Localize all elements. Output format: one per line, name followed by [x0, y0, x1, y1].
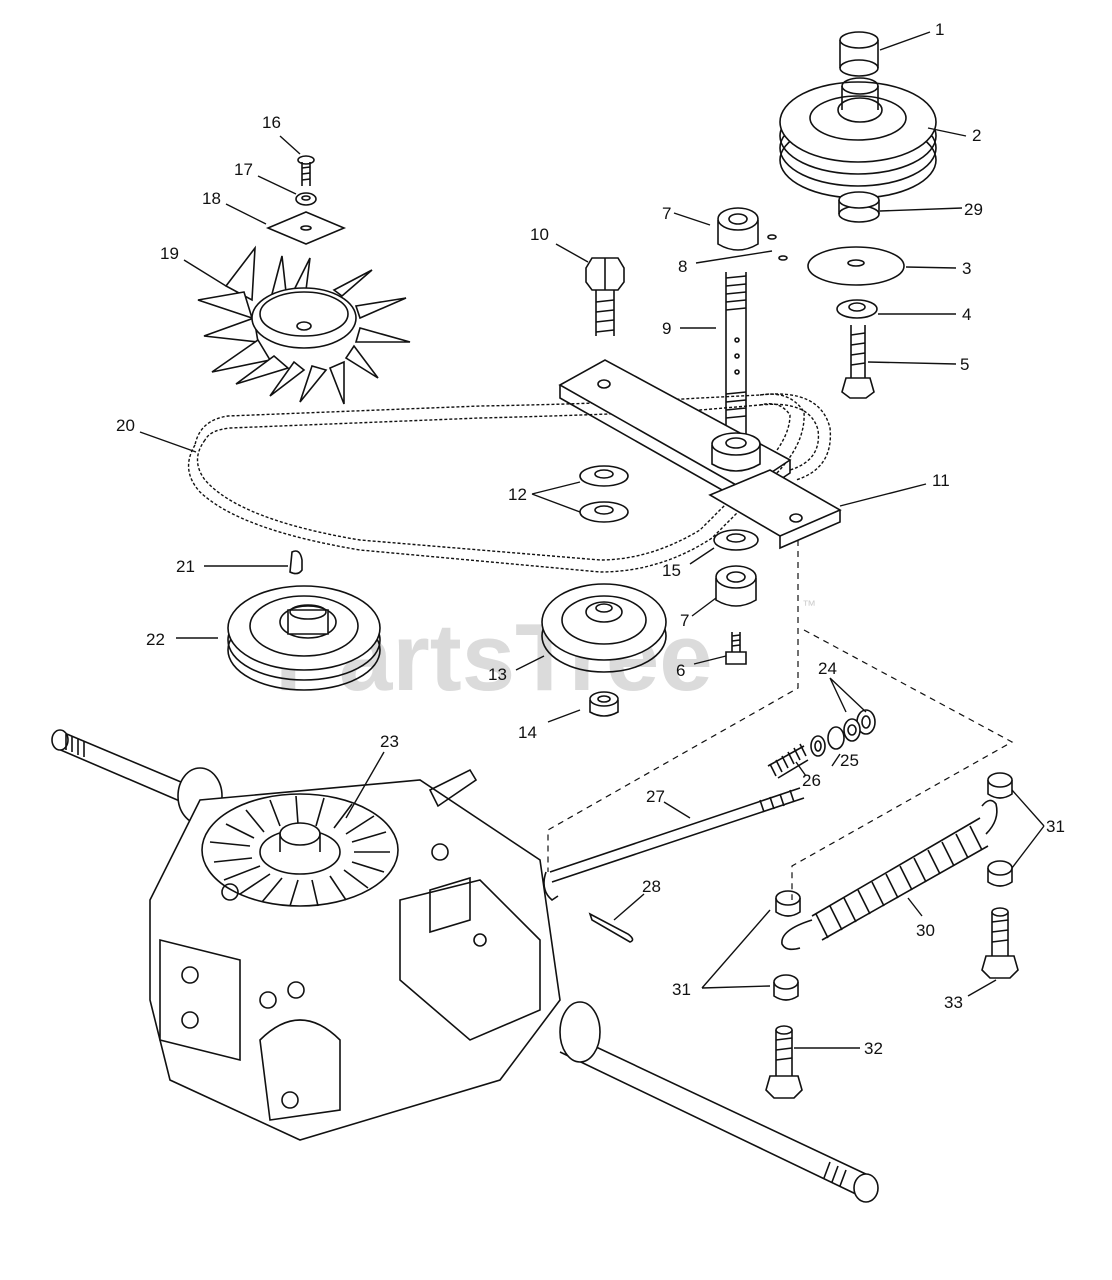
callout-8: 8 [678, 257, 687, 276]
callout-11: 11 [932, 471, 950, 490]
callout-6: 6 [676, 661, 685, 680]
callout-4: 4 [962, 305, 971, 324]
part-19-fan [197, 245, 411, 405]
part-2-pulley [779, 77, 937, 199]
part-13-idler-pulley [541, 583, 667, 673]
callout-7-bottom: 7 [680, 611, 689, 630]
part-17-washer [295, 192, 317, 206]
part-11-idler-bracket [558, 359, 842, 550]
part-28-cotter-pin [588, 912, 634, 943]
callout-27: 27 [646, 787, 665, 806]
callout-10: 10 [530, 225, 549, 244]
callout-3: 3 [962, 259, 971, 278]
part-32-bolt [765, 1025, 803, 1099]
part-7-nut-top [717, 207, 759, 251]
callout-17: 17 [234, 160, 253, 179]
part-21-key [289, 550, 303, 575]
callout-14: 14 [518, 723, 537, 742]
part-16-bolt [297, 155, 315, 186]
part-9-stud [725, 272, 747, 440]
part-24-nut-washer [827, 709, 876, 750]
part-10-bolt [585, 257, 625, 336]
part-12-washers [579, 465, 629, 523]
callout-9: 9 [662, 319, 671, 338]
callout-13: 13 [488, 665, 507, 684]
callout-25: 25 [840, 751, 859, 770]
callout-15: 15 [662, 561, 681, 580]
watermark-trademark: ™ [802, 597, 816, 613]
callout-29: 29 [964, 200, 983, 219]
part-4-lock-washer [836, 299, 878, 319]
part-8-pin [767, 234, 788, 261]
part-7-nut-bottom [715, 565, 757, 607]
callout-22: 22 [146, 630, 165, 649]
assembly-dashed-lines [547, 540, 1014, 900]
part-25-washer [810, 735, 826, 757]
callout-32: 32 [864, 1039, 883, 1058]
part-30-spring [781, 799, 998, 951]
callout-2: 2 [972, 126, 981, 145]
callout-28: 28 [642, 877, 661, 896]
part-26-spring [767, 743, 809, 779]
part-18-plate [265, 211, 347, 245]
callout-1: 1 [935, 20, 944, 39]
part-20-belt [187, 393, 832, 573]
part-33-bolt [981, 907, 1019, 979]
part-3-washer [807, 246, 905, 286]
callout-31-left: 31 [672, 980, 691, 999]
callout-21: 21 [176, 557, 195, 576]
callout-24: 24 [818, 659, 837, 678]
part-1-hub [839, 31, 879, 77]
callout-20: 20 [116, 416, 135, 435]
part-31-nuts [773, 772, 1013, 1001]
callout-16: 16 [262, 113, 281, 132]
part-6-screw [725, 632, 747, 665]
callout-18: 18 [202, 189, 221, 208]
part-22-drive-pulley [227, 585, 381, 691]
leader-lines [139, 31, 1045, 1049]
callout-26: 26 [802, 771, 821, 790]
callout-12: 12 [508, 485, 527, 504]
callout-30: 30 [916, 921, 935, 940]
callout-31-right: 31 [1046, 817, 1065, 836]
callout-23: 23 [380, 732, 399, 751]
callout-5: 5 [960, 355, 969, 374]
callout-33: 33 [944, 993, 963, 1012]
part-5-bolt [841, 325, 875, 399]
part-29-spacer [838, 191, 880, 223]
part-23-transaxle [51, 729, 879, 1203]
callout-19: 19 [160, 244, 179, 263]
part-14-nut [589, 691, 619, 717]
callout-7-top: 7 [662, 204, 671, 223]
callout-labels: 1 2 3 4 5 6 7 7 8 9 10 11 12 13 14 15 16… [116, 20, 1065, 1058]
part-27-rod [543, 787, 805, 901]
part-15-washer [713, 529, 759, 551]
